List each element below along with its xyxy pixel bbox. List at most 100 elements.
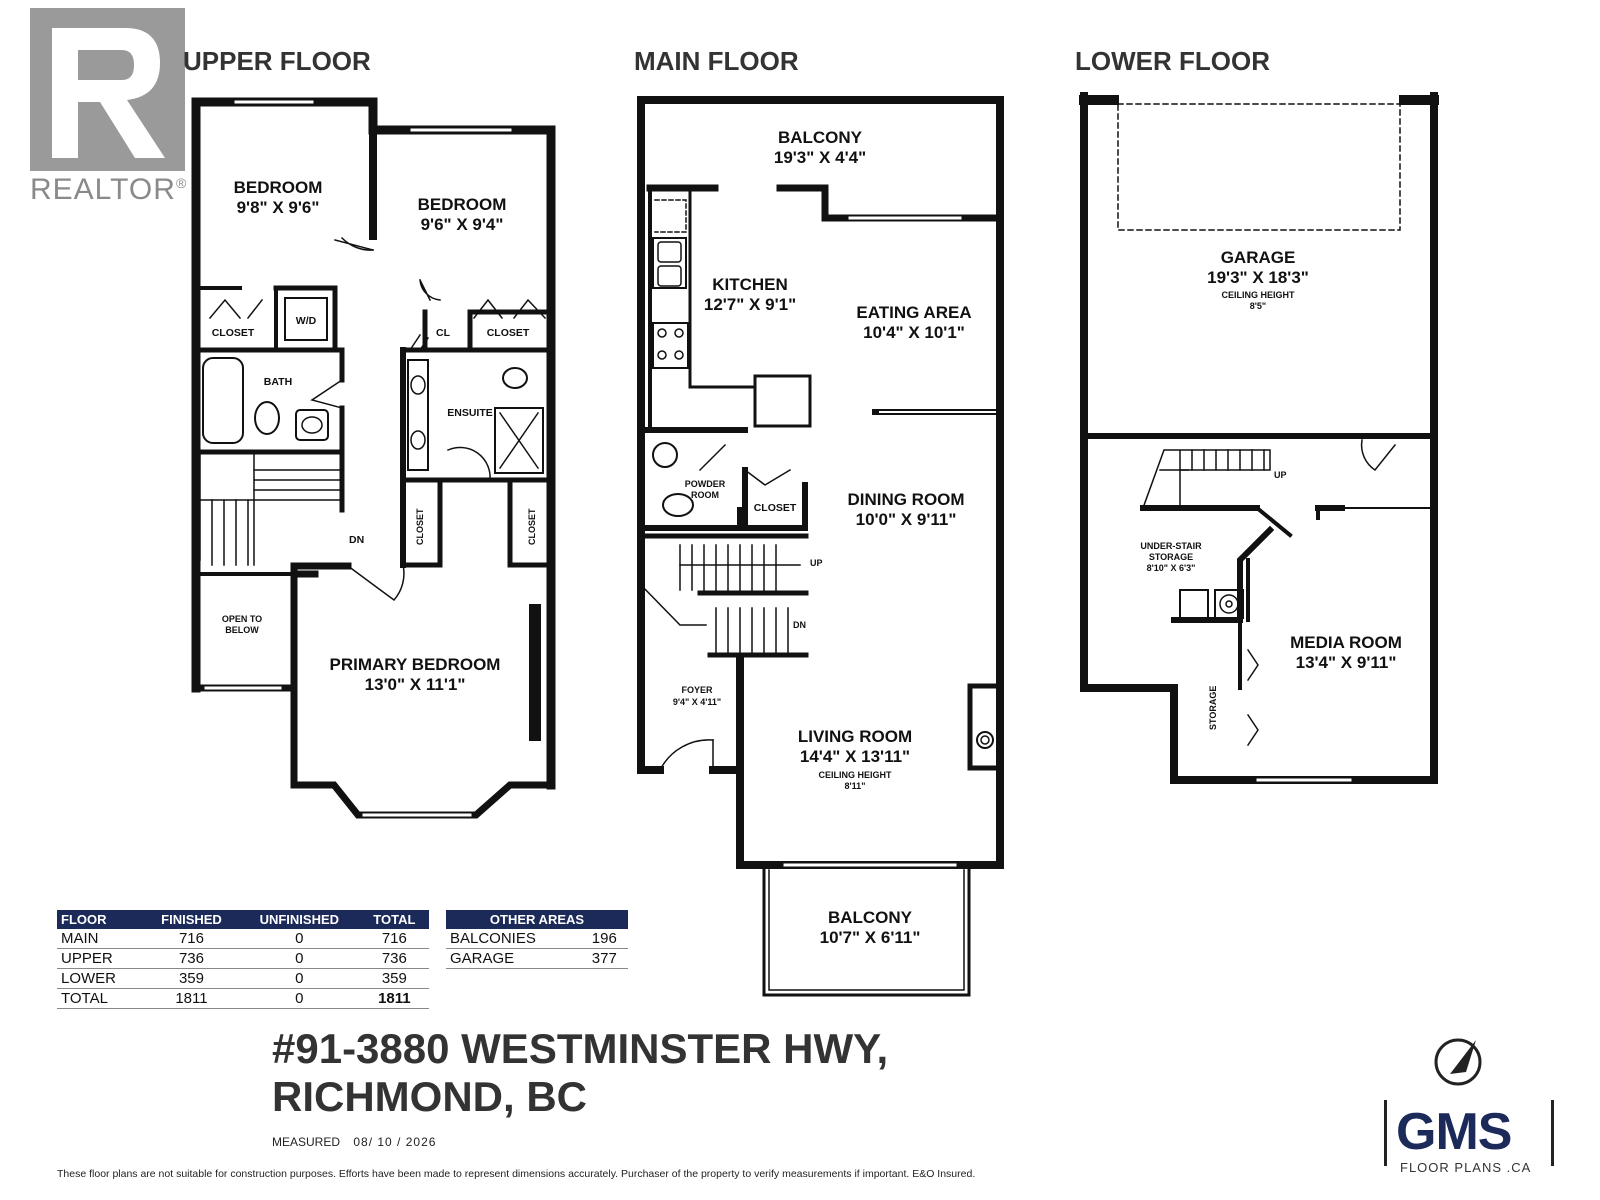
measured-date: MEASURED 08/ 10 / 2026 [272,1135,436,1149]
upper-bedroom1-dim: 9'8" X 9'6" [237,198,320,217]
lower-understair: UNDER-STAIR [1140,541,1202,551]
main-living-ceiling: CEILING HEIGHT [818,770,892,780]
measured-value: 08/ 10 / 2026 [353,1135,437,1149]
upper-closet4: CLOSET [527,508,537,545]
upper-bedroom2-dim: 9'6" X 9'4" [421,215,504,234]
other-cell: 377 [580,948,628,969]
upper-wd: W/D [296,315,317,327]
address-line2: RICHMOND, BC [272,1073,587,1120]
lower-garage-ceiling-value: 8'5" [1250,301,1266,311]
other-cell: BALCONIES [446,929,581,949]
other-areas-table: OTHER AREAS BALCONIES 196 GARAGE 377 [446,910,628,969]
area-header-unfinished: UNFINISHED [238,910,360,929]
main-powder: POWDER [685,479,726,489]
area-cell: 716 [359,929,429,949]
gms-frame [1384,1100,1554,1166]
area-cell: 0 [238,968,360,989]
table-row: MAIN 716 0 716 [57,929,429,949]
upper-primary-dim: 13'0" X 11'1" [365,675,466,694]
area-cell: LOWER [57,968,145,989]
main-balcony-top-dim: 19'3" X 4'4" [774,148,866,167]
upper-open-below: BELOW [225,625,259,635]
north-arrow-icon [1434,1038,1482,1086]
main-eating-dim: 10'4" X 10'1" [863,323,965,342]
main-balcony-bottom-dim: 10'7" X 6'11" [820,928,921,947]
disclaimer: These floor plans are not suitable for c… [57,1168,976,1180]
main-living-ceiling-value: 8'11" [845,781,866,791]
main-eating-name: EATING AREA [856,303,971,322]
upper-bedroom2-name: BEDROOM [418,195,507,214]
area-cell: 1811 [144,988,239,1009]
main-dining-name: DINING ROOM [847,490,964,509]
main-floor-title: MAIN FLOOR [634,46,799,76]
main-living-name: LIVING ROOM [798,727,912,746]
area-cell: 0 [238,948,360,969]
upper-floor-walls [191,97,556,819]
lower-floor-title: LOWER FLOOR [1075,46,1270,76]
main-balcony-top-name: BALCONY [778,128,863,147]
upper-dn: DN [349,534,364,546]
main-foyer-name: FOYER [681,685,713,695]
property-address: #91-3880 WESTMINSTER HWY, RICHMOND, BC [272,1025,888,1121]
area-table: FLOOR FINISHED UNFINISHED TOTAL MAIN 716… [57,910,429,1009]
other-areas-header: OTHER AREAS [446,910,628,929]
area-cell: 1811 [359,988,429,1009]
area-header-total: TOTAL [359,910,429,929]
lower-storage: STORAGE [1208,686,1218,730]
upper-closet1: CLOSET [212,327,255,339]
main-living-dim: 14'4" X 13'11" [800,747,910,766]
upper-floor-title: UPPER FLOOR [183,46,371,76]
area-cell: MAIN [57,929,145,949]
upper-primary-name: PRIMARY BEDROOM [330,655,501,674]
lower-floor-walls [1079,92,1439,784]
upper-cl: CL [436,327,451,339]
main-balcony-bottom-name: BALCONY [828,908,913,927]
table-row: UPPER 736 0 736 [57,948,429,969]
floor-plan: UPPER FLOOR MAIN FLOOR LOWER FLOOR [183,46,1439,997]
main-floor-walls [637,96,1004,997]
area-header-finished: FINISHED [144,910,239,929]
area-cell: 359 [144,968,239,989]
lower-understair-storage: STORAGE [1149,552,1193,562]
address-line1: #91-3880 WESTMINSTER HWY, [272,1025,889,1072]
other-cell: GARAGE [446,948,581,969]
measured-label: MEASURED [272,1135,341,1149]
main-up: UP [810,558,823,568]
lower-up: UP [1274,470,1287,480]
lower-garage-ceiling: CEILING HEIGHT [1221,290,1295,300]
upper-bath: BATH [264,376,292,388]
upper-closet3: CLOSET [415,508,425,545]
realtor-r-icon [30,8,185,171]
main-closet: CLOSET [754,502,797,514]
area-cell: TOTAL [57,988,145,1009]
upper-ensuite: ENSUITE [447,407,493,419]
table-row: LOWER 359 0 359 [57,968,429,989]
main-dining-dim: 10'0" X 9'11" [856,510,957,529]
lower-garage-dim: 19'3" X 18'3" [1207,268,1309,287]
area-header-floor: FLOOR [57,910,145,929]
upper-closet2: CLOSET [487,327,530,339]
main-powder-room: ROOM [691,490,719,500]
upper-open-to: OPEN TO [222,614,262,624]
area-cell: 0 [238,929,360,949]
area-cell: 736 [144,948,239,969]
area-cell: 0 [238,988,360,1009]
lower-garage-name: GARAGE [1221,248,1296,267]
main-kitchen-dim: 12'7" X 9'1" [704,295,796,314]
other-cell: 196 [580,929,628,949]
lower-understair-dim: 8'10" X 6'3" [1147,563,1196,573]
area-cell: UPPER [57,948,145,969]
main-foyer-dim: 9'4" X 4'11" [673,697,721,707]
gms-logo: GMS FLOOR PLANS .CA [1384,1100,1554,1175]
main-kitchen-name: KITCHEN [712,275,788,294]
gms-wordmark: GMS [1396,1103,1512,1161]
realtor-wordmark: REALTOR® [30,173,188,206]
lower-media-name: MEDIA ROOM [1290,633,1402,652]
area-cell: 359 [359,968,429,989]
table-row: GARAGE 377 [446,948,628,969]
area-cell: 736 [359,948,429,969]
main-dn: DN [793,620,806,630]
realtor-logo: REALTOR® [30,8,200,207]
lower-media-dim: 13'4" X 9'11" [1296,653,1397,672]
gms-subtitle: FLOOR PLANS .CA [1400,1160,1532,1175]
